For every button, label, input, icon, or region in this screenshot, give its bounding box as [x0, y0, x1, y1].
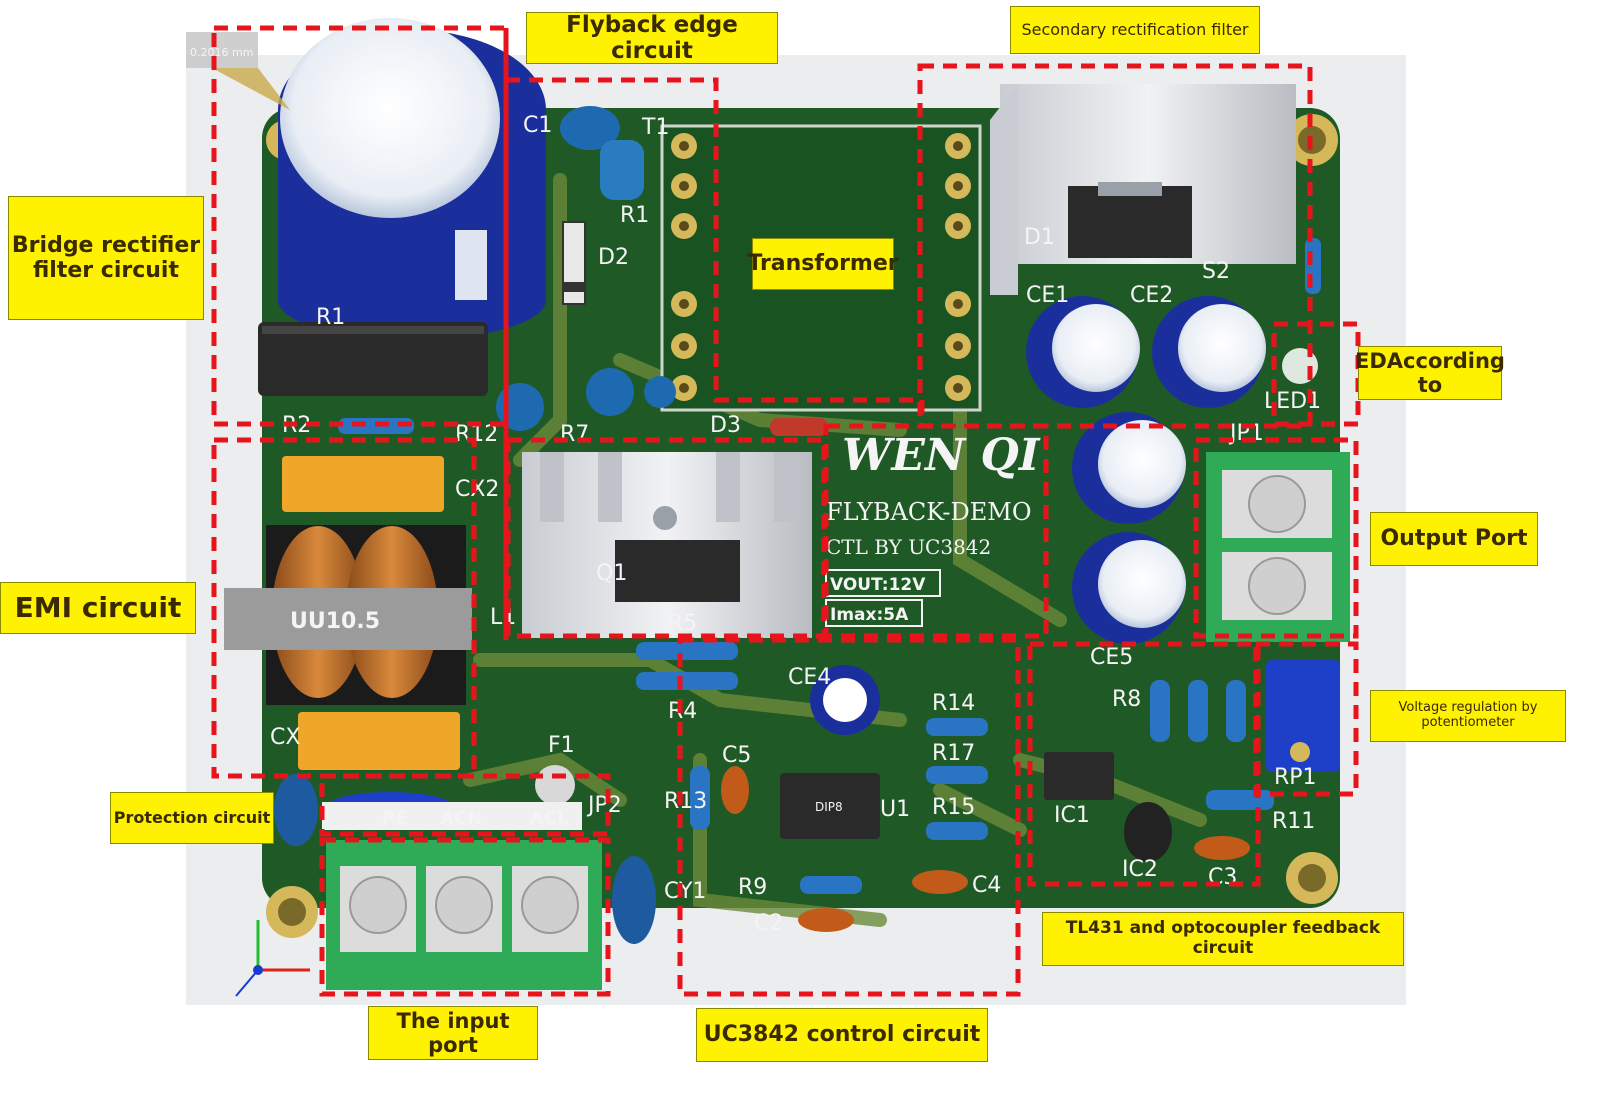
designator-ic2: IC2: [1122, 857, 1158, 882]
bridge-rectifier: [258, 322, 488, 396]
callout-flyback-edge: Flyback edge circuit: [526, 12, 778, 64]
fuse-f1: [535, 765, 575, 805]
port-label-acl: ACL: [530, 808, 569, 829]
callout-bridge-rectifier: Bridge rectifier filter circuit: [8, 196, 204, 320]
section-boxes: [211, 25, 1361, 997]
designator-ce2: CE2: [1130, 283, 1173, 308]
scale-pointer: [212, 68, 290, 110]
designator-cx: CX: [270, 725, 300, 750]
resistor-led: [1305, 238, 1321, 294]
designator-d1: D1: [1024, 225, 1055, 250]
port-label-pe: PE: [382, 808, 408, 829]
axis-gizmo-icon: [235, 920, 310, 997]
designator-t1: T1: [641, 115, 669, 140]
scale-readout-box: [186, 32, 258, 68]
board-model: FLYBACK-DEMO: [826, 498, 1032, 526]
control-components: [636, 642, 988, 932]
designator-l1: L1: [490, 605, 516, 630]
emi-components: [224, 456, 472, 770]
box-uc3842: [677, 637, 1021, 997]
designator-cy1: CY1: [664, 879, 706, 904]
callout-uc3842: UC3842 control circuit: [696, 1008, 988, 1062]
box-emi: [211, 437, 477, 779]
ic-marking: DIP8: [815, 800, 843, 814]
callout-protection: Protection circuit: [110, 792, 274, 844]
input-label-strip: [322, 802, 582, 830]
vout-label: VOUT:12V: [830, 575, 926, 595]
designator-q1: Q1: [596, 561, 627, 586]
box-potentiometer: [1253, 641, 1359, 797]
designator-r9: R9: [738, 875, 767, 900]
brand-logo: WEN QI: [842, 430, 1041, 481]
input-terminal-block: [326, 840, 602, 990]
inductor-marking: UU10.5: [290, 609, 380, 634]
designator-r1: R1: [316, 305, 345, 330]
secondary-heatsink: [990, 84, 1296, 295]
y-cap-cy1: [612, 856, 656, 944]
callout-tl431-feedback: TL431 and optocoupler feedback circuit: [1042, 912, 1404, 966]
output-capacitors: [1026, 296, 1266, 644]
designator-r5: R5: [668, 611, 697, 636]
y-cap-left: [274, 774, 318, 846]
designator-r4: R4: [668, 699, 697, 724]
designator-r17: R17: [932, 741, 975, 766]
callout-emi: EMI circuit: [0, 582, 196, 634]
designator-r11: R11: [1272, 809, 1315, 834]
designator-s2: S2: [1202, 259, 1230, 284]
box-brand: [823, 423, 1049, 639]
diode-d3: [770, 418, 828, 436]
callout-voltage-regulation: Voltage regulation by potentiometer: [1370, 690, 1566, 742]
designator-ce1: CE1: [1026, 283, 1069, 308]
scale-readout: 0.2016 mm: [190, 46, 253, 59]
box-input-port: [319, 837, 611, 997]
callout-output-port: Output Port: [1370, 512, 1538, 566]
designator-r8: R8: [1112, 687, 1141, 712]
designator-d3: D3: [710, 413, 741, 438]
designator-r14: R14: [932, 691, 975, 716]
designator-jp2: JP2: [586, 793, 622, 818]
designator-c4: C4: [972, 873, 1001, 898]
designator-c2: C2: [754, 911, 783, 936]
designator-u1: U1: [880, 797, 910, 822]
designator-ce4: CE4: [788, 665, 831, 690]
designator-rp1: RP1: [1274, 765, 1317, 790]
designator-f1: F1: [548, 733, 575, 758]
designator-r13: R13: [664, 789, 707, 814]
controller-line: CTL BY UC3842: [826, 535, 991, 559]
box-protection: [319, 773, 611, 837]
box-output-port: [1193, 437, 1359, 639]
output-terminal-block: [1206, 452, 1350, 642]
callout-transformer: Transformer: [747, 238, 899, 290]
designator-r1-top: R1: [620, 203, 649, 228]
box-secondary: [917, 63, 1313, 429]
bulk-capacitor: [278, 18, 546, 340]
imax-label: Imax:5A: [830, 605, 909, 625]
designator-ic1: IC1: [1054, 803, 1090, 828]
designator-r7: R7: [560, 422, 589, 447]
led1: [1282, 348, 1318, 384]
callout-eda: EDAccording to: [1355, 346, 1505, 400]
designator-d2: D2: [598, 245, 629, 270]
designator-cx2: CX2: [455, 477, 499, 502]
designator-c1: C1: [523, 113, 552, 138]
callout-input-port: The input port: [368, 1006, 538, 1060]
designator-r15: R15: [932, 795, 975, 820]
designator-ce5: CE5: [1090, 645, 1133, 670]
designator-c5: C5: [722, 743, 751, 768]
port-label-acn: ACN: [440, 808, 482, 829]
mosfet-heatsink: [522, 452, 812, 638]
callout-secondary-rect: Secondary rectification filter: [1010, 6, 1260, 54]
